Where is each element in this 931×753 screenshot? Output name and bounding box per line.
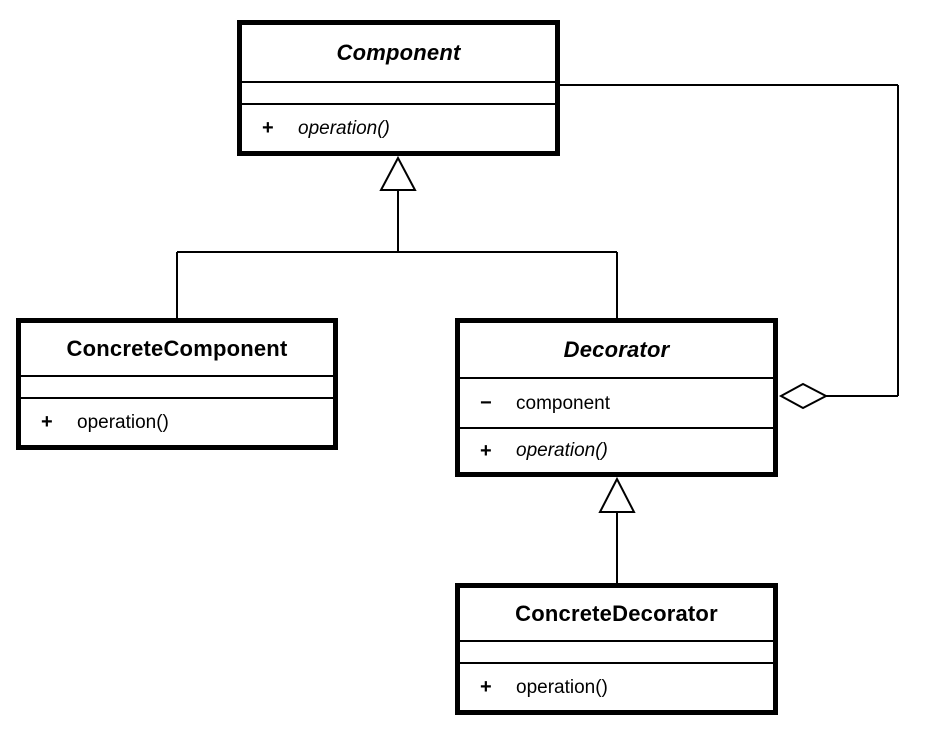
attributes-compartment [242,81,555,103]
methods-compartment: + operation() [460,427,773,472]
method-signature: operation() [77,411,169,433]
aggregation-link [559,84,899,397]
class-box-concrete-decorator: ConcreteDecorator + operation() [455,583,778,715]
attribute-name: component [516,392,611,414]
method-row: + operation() [21,412,333,432]
methods-compartment: + operation() [21,397,333,445]
visibility-symbol: + [480,676,492,698]
generalization-rake [176,190,618,319]
class-box-decorator: Decorator − component + operation() [455,318,778,477]
methods-compartment: + operation() [242,103,555,151]
attribute-row: − component [460,393,773,413]
class-name: ConcreteComponent [66,336,288,361]
class-name: Decorator [563,337,670,362]
visibility-symbol: − [480,392,492,414]
method-signature: operation() [516,440,608,461]
class-name: Component [336,40,461,65]
method-signature: operation() [516,676,608,698]
method-row: + operation() [460,441,773,461]
visibility-symbol: + [480,439,492,462]
class-box-concrete-component: ConcreteComponent + operation() [16,318,338,450]
attributes-compartment [21,375,333,397]
method-row: + operation() [242,118,555,138]
generalization-triangle-icon-2 [598,476,636,513]
generalization-triangle-icon [379,155,417,191]
visibility-symbol: + [262,117,274,139]
attributes-compartment: − component [460,377,773,427]
class-name: ConcreteDecorator [515,601,718,626]
attributes-compartment [460,640,773,662]
method-signature: operation() [298,117,390,139]
class-box-component: Component + operation() [237,20,560,156]
methods-compartment: + operation() [460,662,773,710]
method-row: + operation() [460,677,773,697]
visibility-symbol: + [41,411,53,433]
aggregation-diamond-icon [778,382,829,410]
